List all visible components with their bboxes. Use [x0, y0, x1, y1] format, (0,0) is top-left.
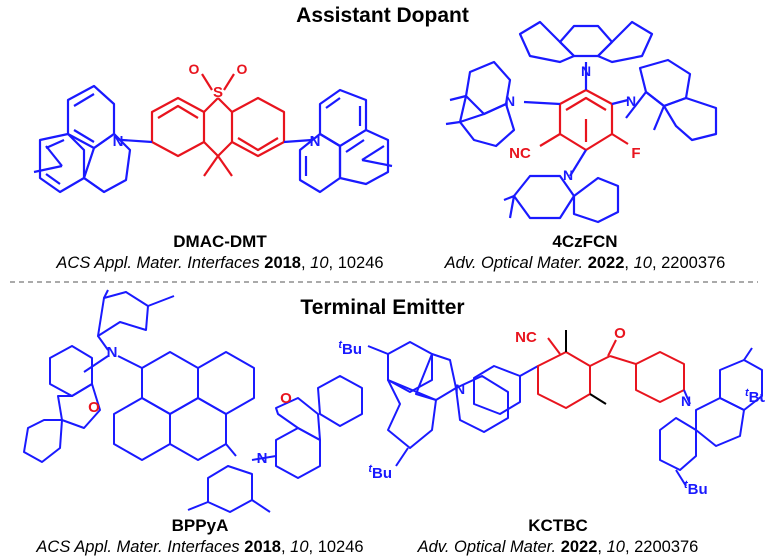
section-heading-assistant-dopant: Assistant Dopant: [296, 4, 469, 27]
section-heading-terminal-emitter: Terminal Emitter: [300, 296, 465, 319]
kctbc-cyano-label: NC: [515, 329, 537, 346]
czfcn-n-label-top: N: [581, 63, 591, 79]
czfcn-cyano-label: NC: [509, 145, 531, 162]
reference-bppya: ACS Appl. Mater. Interfaces 2018, 10, 10…: [36, 538, 364, 556]
compound-name-bppya: BPPyA: [171, 516, 229, 535]
bppya-o-label-2: O: [280, 390, 292, 407]
dmt-acceptor-core: [150, 73, 286, 177]
kctbc-tbu-label-4: tBu: [684, 479, 708, 498]
kctbc-n-label-2: N: [681, 393, 691, 409]
molecule-4czfcn: NC F N N N N: [445, 20, 718, 224]
kctbc-tbu-label-2: tBu: [368, 463, 392, 482]
pyrene-ring-3: [113, 397, 171, 461]
kctbc-tbu-label-1-t: tBu: [338, 339, 362, 358]
czfcn-n-label-left: N: [505, 93, 515, 109]
compound-name-dmac-dmt: DMAC-DMT: [173, 232, 267, 251]
dmt-oxygen-label-1: O: [189, 61, 200, 77]
molecule-bppya: [23, 289, 363, 513]
czfcn-carbazole-donors: [445, 20, 718, 224]
kctbc-acceptor-core: [537, 337, 685, 409]
czfcn-fluoro-label: F: [631, 145, 640, 162]
reference-kctbc: Adv. Optical Mater. 2022, 10, 2200376: [417, 538, 699, 556]
molecule-dmac-dmt: S O O N: [33, 61, 393, 194]
dmac-left-nitrogen-label: N: [113, 133, 124, 150]
molecule-kctbc: tBu tBu N NC O N tBu tBu: [338, 325, 765, 498]
pyrene-ring-4: [169, 397, 227, 461]
dmt-oxygen-label-2: O: [237, 61, 248, 77]
kctbc-methyls: [565, 330, 607, 405]
bppya-n-label-2: N: [257, 450, 268, 467]
pyrene-ring-1: [141, 351, 199, 415]
kctbc-right-donor: [659, 347, 763, 487]
kctbc-oxygen-label: O: [614, 325, 626, 342]
kctbc-n-label-1: N: [455, 381, 465, 397]
dmac-right-nitrogen-label: N: [310, 133, 321, 150]
compound-name-4czfcn: 4CzFCN: [552, 232, 618, 251]
dmac-donor-right: [283, 88, 393, 194]
reference-4czfcn: Adv. Optical Mater. 2022, 10, 2200376: [444, 254, 726, 272]
kctbc-tbu-label-3: tBu: [745, 387, 765, 406]
bppya-o-label-1: O: [88, 399, 100, 416]
dmt-sulfur-label: S: [213, 84, 223, 101]
czfcn-n-label-bottom: N: [563, 167, 573, 183]
reference-dmac-dmt: ACS Appl. Mater. Interfaces 2018, 10, 10…: [56, 254, 384, 272]
bppya-n-label-1: N: [107, 344, 118, 361]
czfcn-acceptor-core: [539, 88, 629, 152]
czfcn-n-label-right: N: [626, 93, 636, 109]
pyrene-ring-2: [197, 351, 255, 415]
dmac-donor-left: [33, 84, 153, 194]
kctbc-left-donor: [367, 341, 539, 467]
compound-name-kctbc: KCTBC: [528, 516, 588, 535]
